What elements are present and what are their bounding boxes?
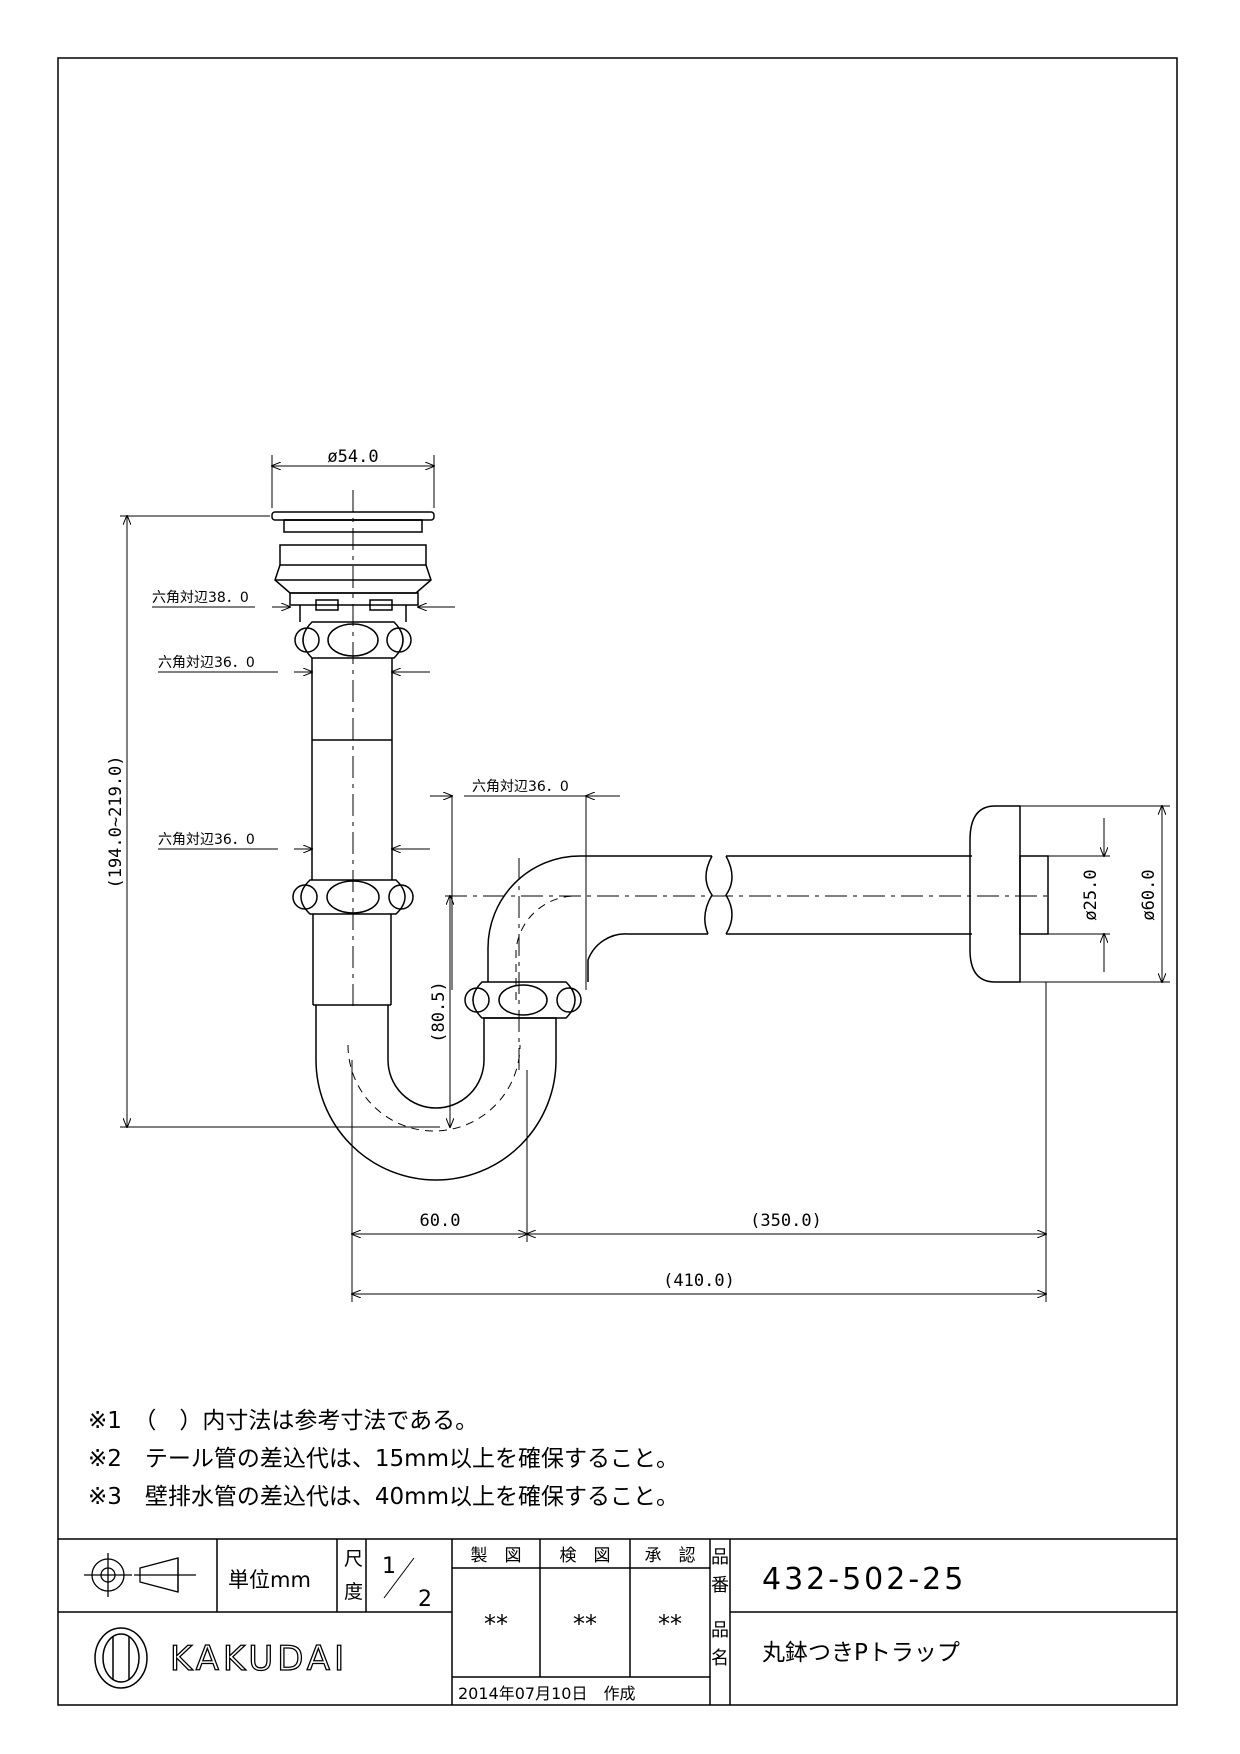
scale-numerator: 1 <box>382 1554 396 1579</box>
name-label-top: 品 <box>711 1620 729 1641</box>
dimension-labels: ø54.0 六角対辺38．0 六角対辺36．0 六角対辺36．0 六角対辺36．… <box>106 447 1159 1291</box>
note-2: ※2 テール管の差込代は、15mm以上を確保すること。 <box>88 1446 679 1472</box>
dim-hex-2: 六角対辺36．0 <box>158 655 255 671</box>
product-name: 丸鉢つきPトラップ <box>762 1640 960 1666</box>
note-3: ※3 壁排水管の差込代は、40mm以上を確保すること。 <box>88 1484 679 1510</box>
dim-hex-4: 六角対辺36．0 <box>472 779 569 795</box>
kakudai-logo-icon <box>94 1627 148 1689</box>
company-name: KAKUDAI <box>170 1639 348 1679</box>
title-block-text: 単位mm 尺 度 1 2 製 図 検 図 承 認 ** ** ** 品 番 43… <box>169 1546 966 1703</box>
note-1: ※1 （ ）内寸法は参考寸法である。 <box>88 1408 478 1434</box>
sheet-border <box>57 57 1178 1706</box>
scale-label-bottom: 度 <box>344 1581 363 1603</box>
u-bend-inner <box>387 1045 485 1109</box>
unit-label: 単位mm <box>228 1568 311 1592</box>
drawn-value: ** <box>484 1610 508 1638</box>
dim-total-height: (194.0~219.0) <box>106 755 126 888</box>
dim-pipe-dia: ø25.0 <box>1081 869 1101 920</box>
dim-plate-dia: ø60.0 <box>1139 869 1159 920</box>
p-elbow-outer <box>487 855 712 982</box>
title-block <box>58 1538 1177 1705</box>
dim-offset: 60.0 <box>420 1211 461 1231</box>
drawn-header: 製 図 <box>471 1546 522 1566</box>
dim-wall-pipe-len: (350.0) <box>750 1211 822 1231</box>
hidden-lines <box>347 895 579 1132</box>
u-bend-outer <box>315 1045 557 1181</box>
dim-flange-dia: ø54.0 <box>327 447 378 467</box>
drawing-date: 2014年07月10日 作成 <box>458 1684 635 1703</box>
part-no-label-bottom: 番 <box>711 1575 729 1596</box>
projection-symbol-icon <box>84 1553 196 1597</box>
checked-header: 検 図 <box>560 1546 611 1566</box>
dimension-lines <box>120 455 1170 1302</box>
wall-plate <box>969 805 1021 983</box>
dim-hex-top: 六角対辺38．0 <box>152 590 249 606</box>
center-lines <box>352 490 1050 1070</box>
part-no-label-top: 品 <box>711 1547 729 1568</box>
dim-total-len: (410.0) <box>663 1271 735 1291</box>
scale-denominator: 2 <box>418 1587 432 1612</box>
part-number: 432-502-25 <box>762 1562 966 1597</box>
dim-trap-depth: (80.5) <box>429 981 449 1042</box>
hex-nut-lower <box>464 981 582 1019</box>
notes: ※1 （ ）内寸法は参考寸法である。 ※2 テール管の差込代は、15mm以上を確… <box>88 1408 679 1510</box>
dim-hex-3: 六角対辺36．0 <box>158 832 255 848</box>
p-elbow-inner <box>587 933 708 982</box>
checked-value: ** <box>573 1610 597 1638</box>
approved-header: 承 認 <box>645 1546 696 1566</box>
trap-drawing <box>271 511 1049 1181</box>
approved-value: ** <box>658 1610 682 1638</box>
scale-label-top: 尺 <box>344 1548 363 1570</box>
name-label-bottom: 名 <box>711 1648 729 1669</box>
